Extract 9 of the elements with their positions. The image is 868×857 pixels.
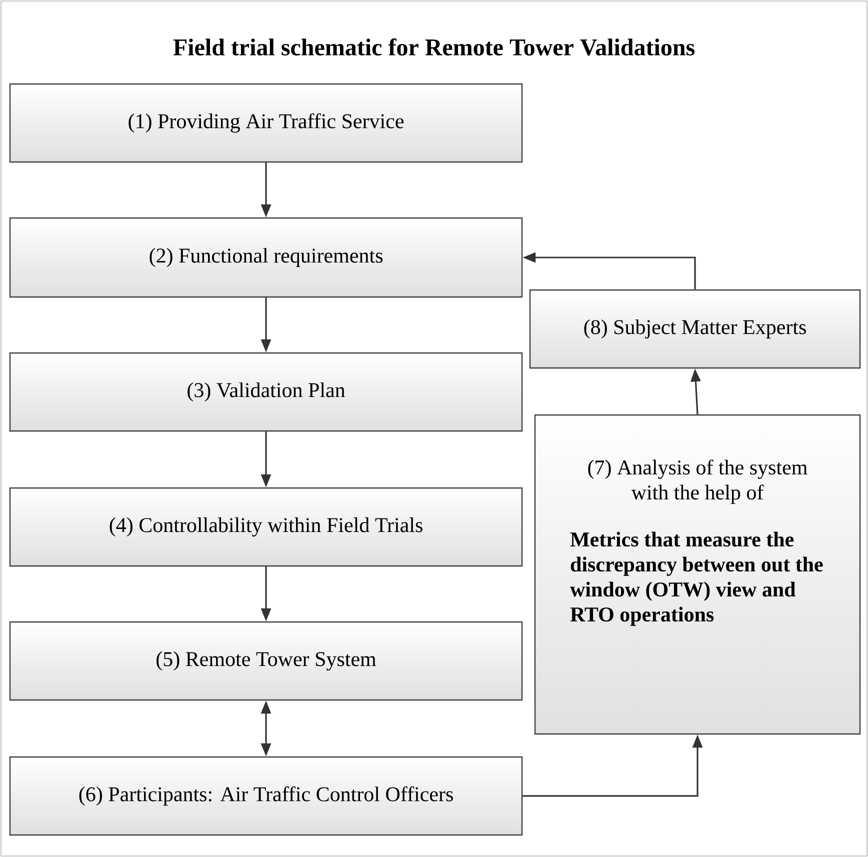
process-box: (8) Subject Matter Experts xyxy=(529,289,861,369)
title: Field trial schematic for Remote Tower Validations xyxy=(173,38,695,56)
process-box: (7) Analysis of the system with the help of Metrics that measure the discrepancy between out the window (OTW) view and RTO operations xyxy=(534,414,861,735)
process-box: (2) Functional requirements xyxy=(9,217,523,298)
process-box: (6) Participants: Air Traffic Control Officers xyxy=(9,756,523,836)
process-box: (4) Controllability within Field Trials xyxy=(9,487,523,567)
process-box: (5) Remote Tower System xyxy=(9,621,523,701)
process-box: (3) Validation Plan xyxy=(9,352,523,432)
process-box: (1) Providing Air Traffic Service xyxy=(9,83,523,163)
